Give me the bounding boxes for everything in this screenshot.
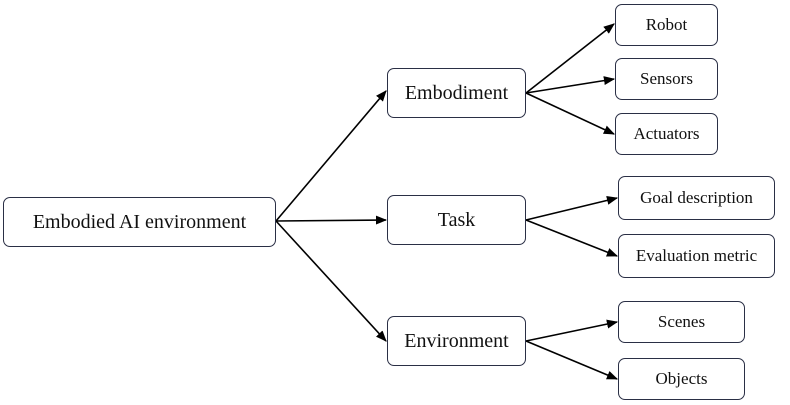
leaf-node-robot: Robot [615, 4, 718, 46]
edge-task-evaluation [525, 219, 619, 257]
edge-environment-objects [525, 340, 619, 380]
leaf-node-goal-description: Goal description [618, 176, 775, 220]
edge-embodiment-actuators [525, 92, 616, 135]
leaf-node-objects: Objects [618, 358, 745, 400]
edge-root-embodiment [275, 90, 387, 222]
edge-embodiment-sensors [525, 76, 616, 94]
edge-root-task [275, 215, 388, 225]
branch-node-task: Task [387, 195, 526, 245]
edge-embodiment-robot [525, 23, 615, 94]
edge-environment-scenes [525, 319, 619, 342]
root-node: Embodied AI environment [3, 197, 276, 247]
leaf-node-evaluation-metric: Evaluation metric [618, 234, 775, 278]
leaf-node-actuators: Actuators [615, 113, 718, 155]
edge-task-goal [525, 196, 619, 221]
edge-root-environment [275, 220, 387, 342]
leaf-node-sensors: Sensors [615, 58, 718, 100]
branch-node-environment: Environment [387, 316, 526, 366]
branch-node-embodiment: Embodiment [387, 68, 526, 118]
leaf-node-scenes: Scenes [618, 301, 745, 343]
